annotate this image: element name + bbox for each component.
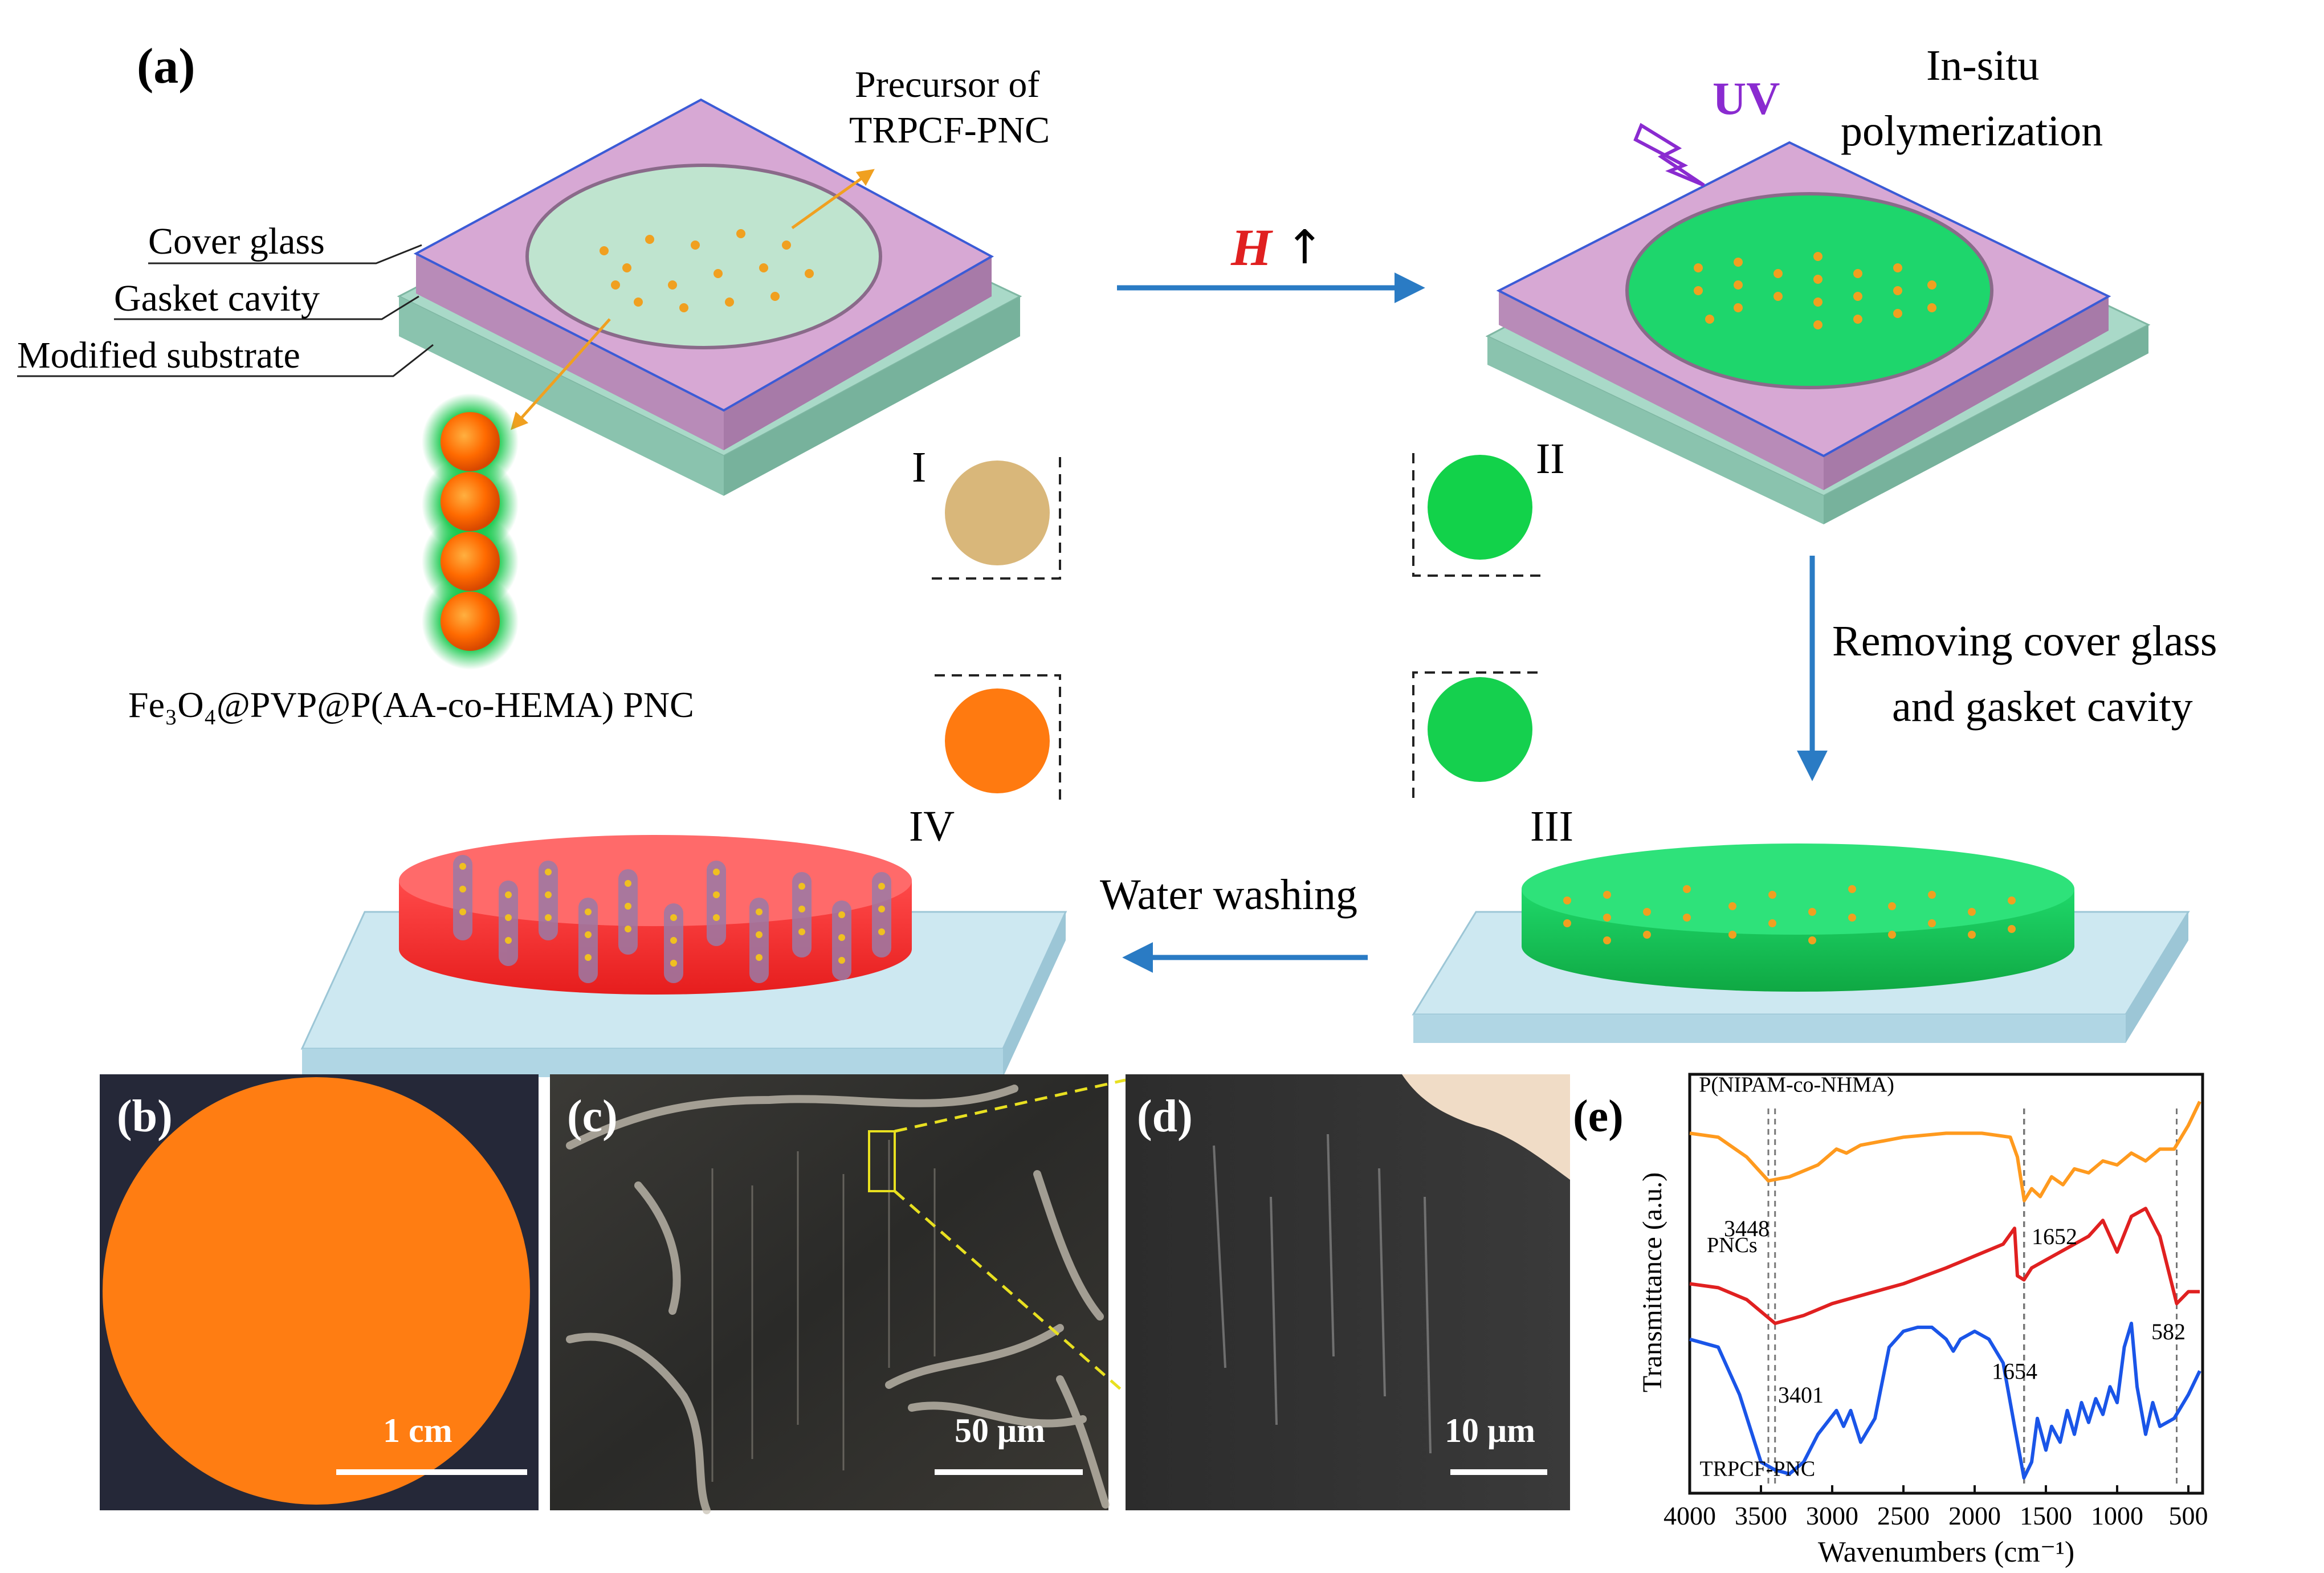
- series-line: [1689, 1101, 2201, 1203]
- stage-photo-1: I: [912, 443, 1061, 580]
- panel-b-scale-label: 1 cm: [383, 1412, 452, 1449]
- uv-lightning-icon: [1633, 123, 1705, 187]
- stage-label-iii: III: [1530, 802, 1573, 850]
- stage-label-iv: IV: [909, 802, 955, 850]
- gasket-cavity-label: Gasket cavity: [114, 278, 320, 319]
- chart-plot-area: [1688, 1073, 2204, 1495]
- panel-b: (b) 1 cm: [100, 1074, 539, 1510]
- x-tick-label: 1000: [2091, 1501, 2143, 1530]
- x-tick-label: 3000: [1806, 1501, 1858, 1530]
- polymerization-line1: In-situ: [1926, 42, 2039, 89]
- panel-c: (c) 50 μm: [550, 1074, 1127, 1514]
- panel-a-label: (a): [137, 39, 195, 94]
- series-line: [1689, 1207, 2200, 1325]
- x-tick-label: 2000: [1948, 1501, 2001, 1530]
- series-line: [1689, 1322, 2201, 1480]
- field-increase-arrow: ↑: [1285, 221, 1324, 275]
- panel-c-sem-image: [550, 1074, 1108, 1510]
- removing-line2: and gasket cavity: [1892, 683, 2193, 731]
- x-tick-label: 1500: [2020, 1501, 2072, 1530]
- pnc-chain: [422, 393, 519, 670]
- x-tick-label: 4000: [1664, 1501, 1716, 1530]
- series-name-label: P(NIPAM-co-NHMA): [1699, 1073, 1894, 1097]
- peak-annotation: 1652: [2032, 1224, 2077, 1249]
- panel-b-disc: [103, 1077, 530, 1505]
- magnetic-field-symbol: H: [1230, 218, 1273, 276]
- precursor-label-line1: Precursor of: [855, 64, 1039, 105]
- gasket-side-right: [724, 256, 992, 450]
- chart-layer: 4000 3500 3000 2500 2000 1500 1000 500 P(NIPAM-c…: [1664, 1073, 2208, 1530]
- stage-photo-2: II: [1412, 435, 1565, 577]
- panel-d-scale-bar: [1450, 1469, 1547, 1475]
- stage-2-disc: [1428, 455, 1532, 560]
- chart-ylabel: Transmittance (a.u.): [1637, 1172, 1667, 1392]
- stage-3-disc: [1428, 677, 1532, 782]
- washing-label: Water washing: [1100, 871, 1357, 919]
- gasket-cavity-well: [525, 164, 882, 349]
- removing-line1: Removing cover glass: [1832, 617, 2217, 665]
- panel-b-scale-bar: [336, 1469, 527, 1475]
- stage-1-disc: [945, 461, 1050, 565]
- substrate-side-left: [399, 296, 724, 496]
- panel-d: (d) 10 μm: [1126, 1074, 1570, 1510]
- substrate-side-right: [724, 296, 1020, 496]
- stage-photo-3: III: [1412, 671, 1573, 850]
- panel-c-label: (c): [567, 1091, 618, 1142]
- stage-photo-4: IV: [909, 674, 1061, 850]
- polymerized-film: [1625, 192, 1993, 389]
- precursor-arrow: [791, 169, 875, 230]
- x-tick-label: 3500: [1735, 1501, 1787, 1530]
- gasket-side-left: [416, 254, 724, 450]
- chart-xlabel: Wavenumbers (cm⁻¹): [1818, 1536, 2074, 1568]
- panel-d-scale-label: 10 μm: [1445, 1412, 1535, 1449]
- callout-lines: [17, 244, 434, 377]
- uv-label: UV: [1713, 72, 1780, 124]
- cell-assembly-left: [397, 98, 1022, 496]
- zoom-region-box: [868, 1130, 896, 1192]
- peak-annotation: 1654: [1992, 1358, 2037, 1384]
- panel-a: (a) Cover glass Gasket cavity: [17, 39, 2217, 1077]
- peak-annotation: 3448: [1724, 1216, 1769, 1241]
- pnc-arrow: [510, 318, 611, 430]
- polymerization-line2: polymerization: [1841, 107, 2103, 155]
- precursor-particles: [600, 229, 814, 312]
- series-name-label: TRPCF-PNC: [1700, 1457, 1816, 1481]
- panel-c-scale-label: 50 μm: [955, 1412, 1045, 1449]
- precursor-label-line2: TRPCF-PNC: [849, 109, 1050, 151]
- panel-b-label: (b): [117, 1091, 173, 1142]
- zoom-line-bottom: [894, 1190, 1127, 1395]
- panel-c-texture: [566, 1085, 1110, 1514]
- x-tick-label: 2500: [1877, 1501, 1930, 1530]
- x-tick-label: 500: [2169, 1501, 2208, 1530]
- cell-assembly-right: [1485, 141, 2151, 524]
- stage-label-ii: II: [1536, 435, 1565, 483]
- zoom-line-top: [894, 1078, 1126, 1133]
- panel-d-sem-image: [1126, 1074, 1570, 1510]
- panel-e-label: (e): [1573, 1091, 1624, 1142]
- panel-d-label: (d): [1137, 1091, 1193, 1142]
- panel-e: (e) 4000 3500 3000 2500 2000 1500 1000 500 P(NIP…: [1573, 1073, 2208, 1568]
- stage-label-i: I: [912, 443, 926, 491]
- stage-4-disc: [945, 688, 1050, 793]
- peak-annotation: 582: [2151, 1319, 2186, 1344]
- modified-substrate-label: Modified substrate: [17, 335, 300, 376]
- pnc-formula: Fe₃O₄@PVP@P(AA-co-HEMA) PNC: [128, 684, 694, 725]
- peak-annotation: 3401: [1778, 1382, 1824, 1408]
- panel-d-surface: [1402, 1074, 1570, 1180]
- film-green-on-slide: [1412, 843, 2190, 1043]
- cover-glass-label: Cover glass: [148, 221, 325, 262]
- film-red-on-slide: [300, 835, 1067, 1077]
- panel-c-scale-bar: [935, 1469, 1083, 1475]
- series-name-label: PNCs: [1707, 1233, 1758, 1257]
